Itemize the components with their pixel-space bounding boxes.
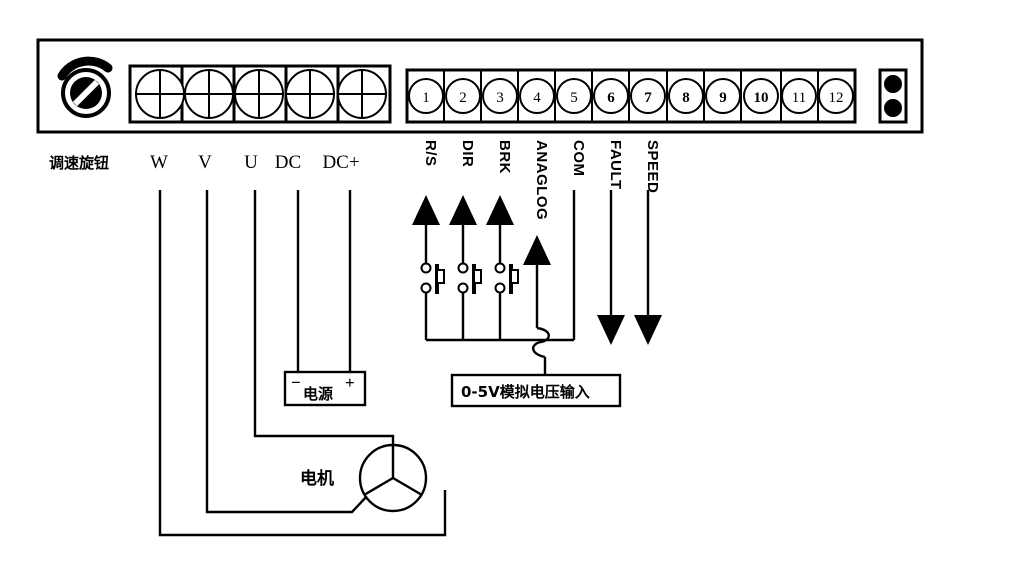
wire-phase-u (253, 190, 395, 478)
signal-terminal-8[interactable] (668, 78, 704, 114)
output-arrows (597, 190, 662, 345)
signal-terminal-7[interactable] (630, 78, 666, 114)
pushbutton-switch-dir[interactable] (457, 262, 482, 295)
screw-terminal-dc-plus[interactable] (337, 69, 387, 119)
arrow-brk-in (486, 195, 514, 225)
wire-phase-v (205, 190, 369, 514)
motor-winding-v (363, 476, 394, 497)
signal-terminal-4[interactable] (519, 78, 555, 114)
screw-terminal-dc-minus[interactable] (285, 69, 335, 119)
signal-label-speed: SPEED (644, 140, 661, 193)
pin-label-dc-plus: DC+ (322, 152, 359, 173)
led-icon-top (884, 75, 902, 93)
speed-adjust-knob-icon[interactable] (57, 56, 113, 118)
signal-terminal-5[interactable] (556, 78, 592, 114)
led-icon-bottom (884, 99, 902, 117)
terminal-number-7: 7 (644, 90, 652, 106)
arrow-fault-out (597, 315, 625, 345)
pin-label-v: V (198, 152, 212, 173)
indicator-led-block (878, 68, 908, 124)
arrow-dir-in (449, 195, 477, 225)
motor-winding-w (392, 476, 423, 497)
signal-terminal-3[interactable] (482, 78, 518, 114)
terminal-number-4: 4 (533, 90, 541, 106)
signal-terminal-12[interactable] (818, 78, 854, 114)
screw-terminal-w[interactable] (135, 69, 185, 119)
signal-terminal-10[interactable] (743, 78, 779, 114)
pin-label-u: U (244, 152, 258, 173)
pushbutton-switch-rs[interactable] (420, 262, 445, 295)
signal-label-fault: FAULT (607, 140, 624, 190)
signal-terminal-6[interactable] (593, 78, 629, 114)
motor-symbol (358, 443, 428, 513)
pushbutton-switch-brk[interactable] (494, 262, 519, 295)
signal-terminal-block: 1 2 3 4 5 6 7 8 9 10 11 12 (405, 68, 857, 124)
signal-terminal-11[interactable] (781, 78, 817, 114)
screw-terminal-v[interactable] (184, 69, 234, 119)
signal-label-rs: R/S (422, 140, 439, 167)
power-supply-label: 电源 (303, 385, 333, 403)
motor-label: 电机 (300, 468, 334, 489)
arrow-rs-in (412, 195, 440, 225)
power-supply-box: − + 电源 (283, 370, 367, 407)
pin-label-dc-minus: DC (275, 152, 301, 173)
terminal-number-2: 2 (459, 90, 467, 106)
power-supply-minus-sign: − (291, 373, 301, 392)
arrow-anaglog-in (523, 235, 551, 265)
signal-terminal-9[interactable] (705, 78, 741, 114)
terminal-number-9: 9 (719, 90, 727, 106)
signal-label-com: COM (570, 140, 587, 177)
signal-terminal-2[interactable] (445, 78, 481, 114)
terminal-number-3: 3 (496, 90, 504, 106)
arrow-speed-out (634, 315, 662, 345)
signal-label-dir: DIR (459, 140, 476, 167)
terminal-number-8: 8 (682, 90, 690, 106)
terminal-number-10: 10 (754, 90, 769, 106)
knob-label: 调速旋钮 (49, 154, 109, 172)
power-terminal-block (128, 64, 392, 124)
signal-label-brk: BRK (496, 140, 513, 174)
wire-anaglog-hop (532, 326, 550, 359)
terminal-number-1: 1 (422, 90, 430, 106)
screw-terminal-u[interactable] (234, 69, 284, 119)
input-arrows (412, 195, 551, 265)
signal-label-anaglog: ANAGLOG (533, 140, 550, 220)
terminal-number-6: 6 (607, 90, 615, 106)
terminal-number-5: 5 (570, 90, 578, 106)
analog-input-box: 0-5V模拟电压输入 (450, 373, 622, 408)
terminal-number-12: 12 (829, 90, 844, 106)
pin-label-w: W (150, 152, 168, 173)
com-bus-wiring (426, 190, 576, 375)
signal-terminal-1[interactable] (408, 78, 444, 114)
wire-phase-w (158, 190, 447, 537)
analog-input-label: 0-5V模拟电压输入 (461, 383, 590, 401)
input-wiring (424, 225, 502, 340)
terminal-number-11: 11 (792, 90, 806, 106)
power-supply-plus-sign: + (345, 373, 355, 392)
